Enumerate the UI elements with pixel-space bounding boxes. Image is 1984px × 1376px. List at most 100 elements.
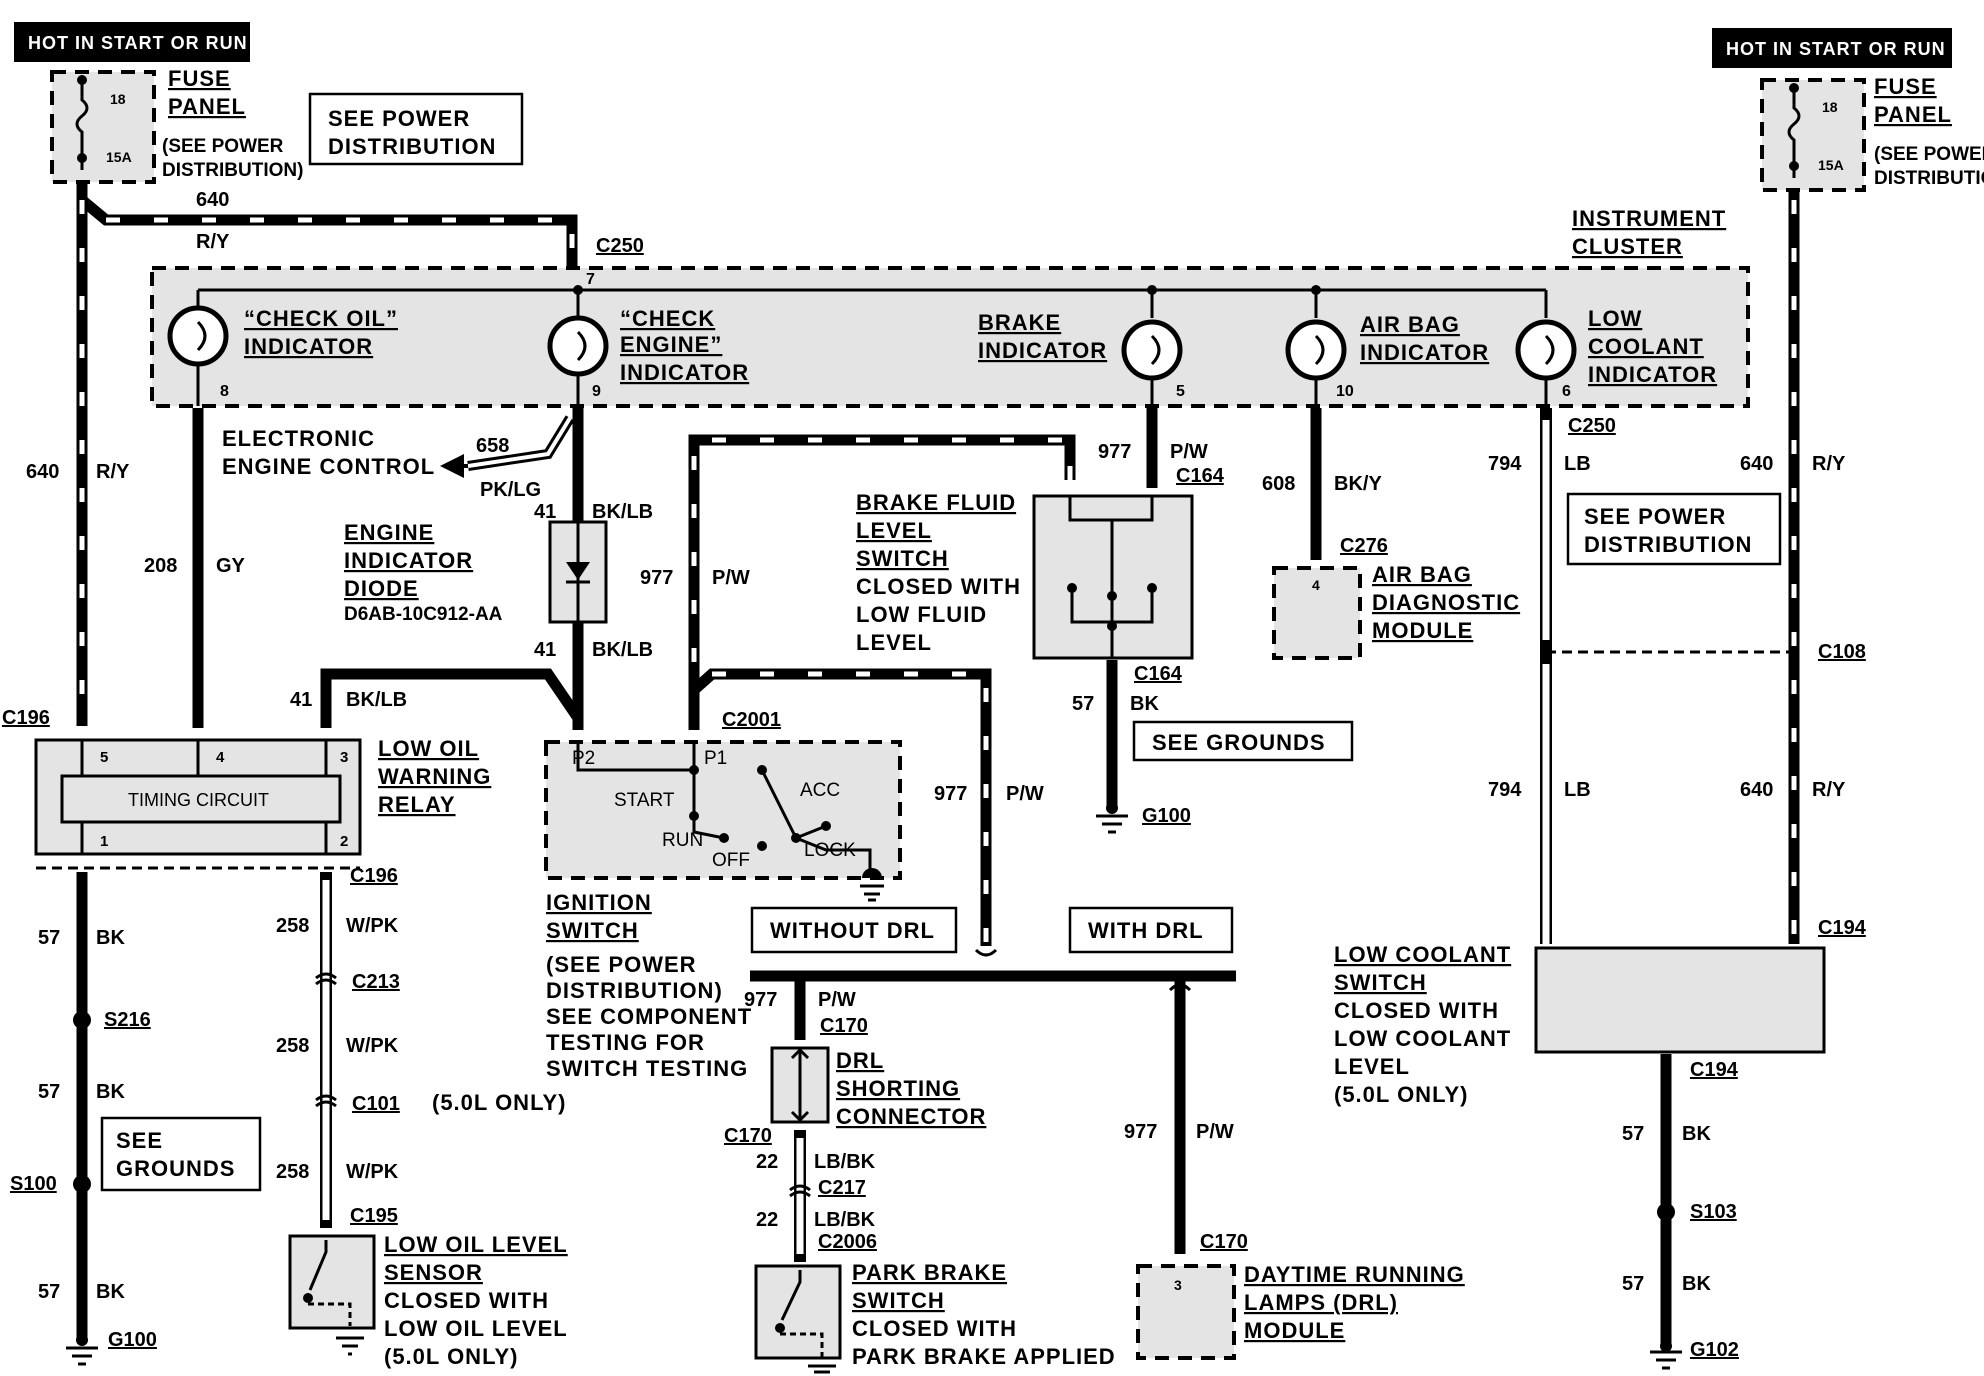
brake-fluid-label-4: CLOSED WITH (856, 574, 1021, 599)
ignition-start: START (614, 790, 675, 811)
wire-258-a-color: W/PK (346, 915, 399, 937)
wire-640-left-number: 640 (26, 461, 59, 483)
check-oil-pin: 8 (220, 383, 229, 400)
relay-pin-5: 5 (100, 749, 108, 766)
air-bag-module-label-1: AIR BAG (1372, 562, 1472, 587)
wire-258-a-number: 258 (276, 915, 309, 937)
wire-640-r2-color: R/Y (1812, 779, 1846, 801)
instrument-cluster-label-1: INSTRUMENT (1572, 206, 1726, 231)
connector-c164-top: C164 (1176, 465, 1225, 487)
see-power-top-2: DISTRIBUTION (328, 134, 496, 159)
ignition-p2: P2 (572, 748, 595, 769)
relay-pin-1: 1 (100, 833, 108, 850)
wire-640-ry-top: 640 R/Y (76, 182, 578, 266)
low-coolant-switch-label-1: LOW COOLANT (1334, 942, 1511, 967)
connector-c170-c: C170 (1200, 1231, 1248, 1253)
wire-608-bky: 608 BK/Y (1262, 408, 1382, 560)
brake-indicator-label-1: BRAKE (978, 310, 1061, 335)
low-coolant-switch-label-2: SWITCH (1334, 970, 1427, 995)
wire-41-b-number: 41 (534, 639, 556, 661)
air-bag-indicator: AIR BAG INDICATOR 10 (1285, 312, 1488, 406)
air-bag-module-pin: 4 (1312, 577, 1320, 593)
wire-977-e-number: 977 (1124, 1121, 1157, 1143)
wire-658-number: 658 (476, 435, 509, 457)
connector-c170-a: C170 (820, 1015, 868, 1037)
wire-57-b-number: 57 (38, 1081, 60, 1103)
relay-label-1: LOW OIL (378, 736, 479, 761)
see-grounds-a: SEE GROUNDS (1152, 730, 1326, 755)
wire-640-r1-color: R/Y (1812, 453, 1846, 475)
banner-right: HOT IN START OR RUN (1712, 28, 1952, 68)
connector-c194-b: C194 (1690, 1059, 1739, 1081)
relay-label-3: RELAY (378, 792, 456, 817)
wire-794-a-number: 794 (1488, 453, 1522, 475)
diode-part-number: D6AB-10C912-AA (344, 604, 503, 625)
wire-640-r2-number: 640 (1740, 779, 1773, 801)
low-coolant-indicator-label-2: COOLANT (1588, 334, 1704, 359)
wire-640-top-number: 640 (196, 189, 229, 211)
check-engine-label-3: INDICATOR (620, 360, 749, 385)
connector-c170-b: C170 (724, 1125, 772, 1147)
without-drl-box: WITHOUT DRL (750, 906, 958, 954)
brake-fluid-level-switch: BRAKE FLUID LEVEL SWITCH CLOSED WITH LOW… (856, 490, 1194, 660)
wire-640-r1-number: 640 (1740, 453, 1773, 475)
wire-977-pw-brake: 977 P/W (1098, 408, 1208, 488)
wire-794-b-color: LB (1564, 779, 1591, 801)
wire-258-b-color: W/PK (346, 1035, 399, 1057)
relay-pin-4: 4 (216, 749, 225, 766)
low-oil-warning-relay: TIMING CIRCUIT 5 4 3 1 2 LOW OIL WARNING… (34, 736, 490, 856)
with-drl-box: WITH DRL (1068, 906, 1234, 954)
fuse-left-amp: 15A (106, 149, 132, 165)
wire-57-e-number: 57 (1622, 1123, 1644, 1145)
wire-57-d-color: BK (96, 1281, 125, 1303)
wire-977-d-color: P/W (818, 989, 856, 1011)
wire-658-color: PK/LG (480, 479, 541, 501)
see-grounds-b-1: SEE (116, 1128, 163, 1153)
connector-c164-bottom: C164 (1134, 663, 1183, 685)
wire-22-b-number: 22 (756, 1209, 778, 1231)
low-coolant-indicator: LOW COOLANT INDICATOR 6 (1515, 306, 1716, 406)
connector-c276: C276 (1340, 535, 1388, 557)
brake-fluid-label-2: LEVEL (856, 518, 932, 543)
park-brake-label-2: SWITCH (852, 1288, 945, 1313)
wire-977-pw-without-drl: 977 P/W (744, 976, 856, 1040)
ignition-run: RUN (662, 830, 703, 851)
see-grounds-left: SEE GROUNDS (100, 1116, 262, 1192)
see-power-top: SEE POWER DISTRIBUTION (308, 92, 524, 166)
fuse-right-label-2: PANEL (1874, 102, 1952, 127)
check-oil-label-1: “CHECK OIL” (244, 306, 398, 331)
diode-label-3: DIODE (344, 576, 419, 601)
ground-g100-left: G100 (66, 1329, 157, 1366)
wire-608-color: BK/Y (1334, 473, 1382, 495)
low-coolant-switch-label-4: LOW COOLANT (1334, 1026, 1511, 1051)
brake-indicator: BRAKE INDICATOR 5 (978, 310, 1185, 406)
splice-s100: S100 (10, 1173, 57, 1195)
drl-shorting-label-1: DRL (836, 1048, 884, 1073)
ignition-label-7: SWITCH TESTING (546, 1056, 748, 1081)
connector-c101: C101 (352, 1093, 400, 1115)
wire-977-c-color: P/W (1006, 783, 1044, 805)
connector-c196-left: C196 (2, 707, 50, 729)
diode-label-2: INDICATOR (344, 548, 473, 573)
wire-57-bk-brake: 57 BK (1072, 660, 1159, 808)
wire-977-b-number: 977 (1098, 441, 1131, 463)
fuse-right-note-2: DISTRIBUTION) (1874, 168, 1984, 189)
ground-g100-center: G100 (1096, 802, 1191, 834)
air-bag-indicator-pin: 10 (1336, 383, 1354, 400)
wire-977-a-color: P/W (712, 567, 750, 589)
connector-c196-bottom: C196 (350, 865, 398, 887)
brake-fluid-label-3: SWITCH (856, 546, 949, 571)
drl-module-pin: 3 (1174, 1277, 1182, 1293)
wire-22-a-number: 22 (756, 1151, 778, 1173)
ground-g102-label: G102 (1690, 1339, 1739, 1361)
ground-g100-a: G100 (108, 1329, 157, 1351)
low-oil-sensor-label-3: CLOSED WITH (384, 1288, 549, 1313)
connector-c194-a: C194 (1818, 917, 1867, 939)
wire-640-left-color: R/Y (96, 461, 130, 483)
drl-shorting-connector: DRL SHORTING CONNECTOR (770, 1046, 985, 1129)
connector-c2006: C2006 (818, 1231, 877, 1253)
wire-640-ry-right: 640 R/Y 640 R/Y (1740, 190, 1846, 944)
check-engine-label-1: “CHECK (620, 306, 715, 331)
wire-640-ry-left: 640 R/Y (26, 182, 130, 726)
fuse-right-note-1: (SEE POWER (1874, 144, 1984, 165)
